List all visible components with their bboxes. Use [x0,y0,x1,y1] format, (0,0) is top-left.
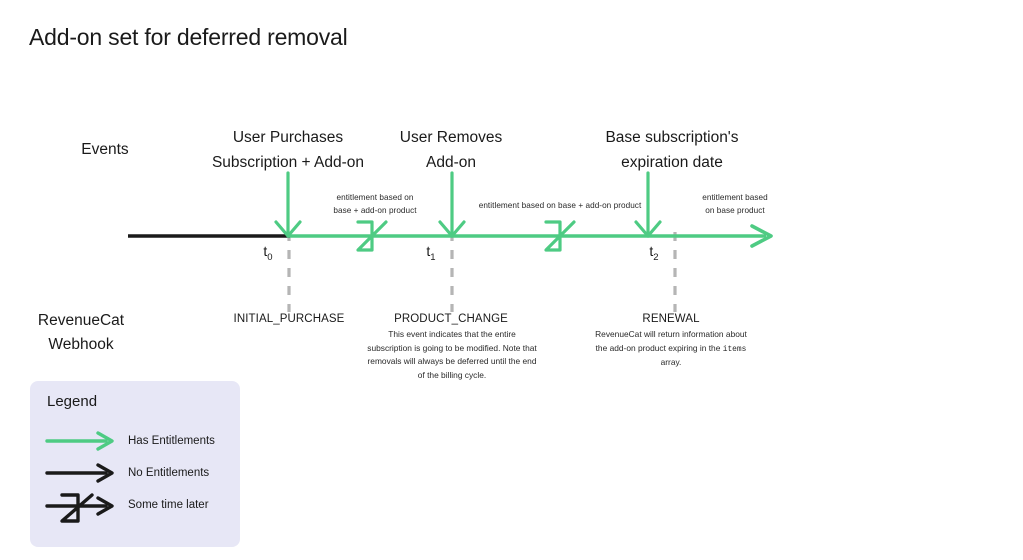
tick-t1-sub: 1 [430,251,436,263]
entitlement-note-base-plus-addon-left: entitlement based on base + add-on produc… [315,192,435,217]
tick-label-t2: t2 [634,243,674,263]
tick-t0-base: t [263,243,268,259]
webhook-label-line2: Webhook [48,336,114,354]
event-title-expiration-line2: expiration date [621,154,723,172]
tick-t2-base: t [649,243,654,259]
events-row-label: Events [81,141,129,158]
webhook-name-product-change: PRODUCT_CHANGE [394,313,508,325]
legend-label-no-entitlements: No Entitlements [128,467,210,479]
entitlement-note-base-plus-addon-mid: entitlement based on base + add-on produ… [478,201,642,210]
tick-t2-sub: 2 [653,251,659,263]
event-title-expiration-line1: Base subscription's [605,129,739,146]
entitlement-note-2-line2: on base product [705,205,765,215]
webhook-name-renewal: RENEWAL [642,313,700,325]
webhook-label-line1: RevenueCat [37,312,125,329]
renewal-desc-part1: RevenueCat will return information about… [595,329,747,353]
entitlement-note-base-only: entitlement based on base product [680,192,790,217]
entitlement-note-0-line1: entitlement based on [336,193,414,202]
tick-label-t0: t0 [248,243,288,263]
event-title-removal-line1: User Removes [399,129,503,146]
event-title-expiration: Base subscription's expiration date [566,125,778,175]
tick-guide-lines [287,232,677,312]
tick-t0-sub: 0 [267,251,273,263]
legend-label-has-entitlements: Has Entitlements [128,435,215,447]
entitlement-note-0-line2: base + add-on product [333,205,417,215]
entitlement-note-2-line1: entitlement based [702,193,768,202]
tick-t1-base: t [426,243,431,259]
webhook-description-renewal: RevenueCat will return information about… [594,328,748,370]
webhook-name-initial-purchase: INITIAL_PURCHASE [233,313,345,325]
renewal-desc-code-items: items [722,344,747,354]
event-title-purchase-line1: User Purchases [232,129,344,146]
event-title-purchase-line2: Subscription + Add-on [211,154,365,172]
event-arrow-purchase [274,171,302,238]
tick-label-t1: t1 [411,243,451,263]
time-break-marker-1 [356,220,388,252]
event-title-removal-line2: Add-on [426,154,476,172]
time-break-marker-2 [544,220,576,252]
timeline-end-arrowhead [750,224,773,248]
page-title: Add-on set for deferred removal [29,24,348,50]
renewal-desc-part2: array. [660,357,682,368]
legend-title: Legend [47,393,98,410]
legend-label-some-time-later: Some time later [128,499,209,511]
webhook-description-product-change: This event indicates that the entire sub… [367,329,537,380]
